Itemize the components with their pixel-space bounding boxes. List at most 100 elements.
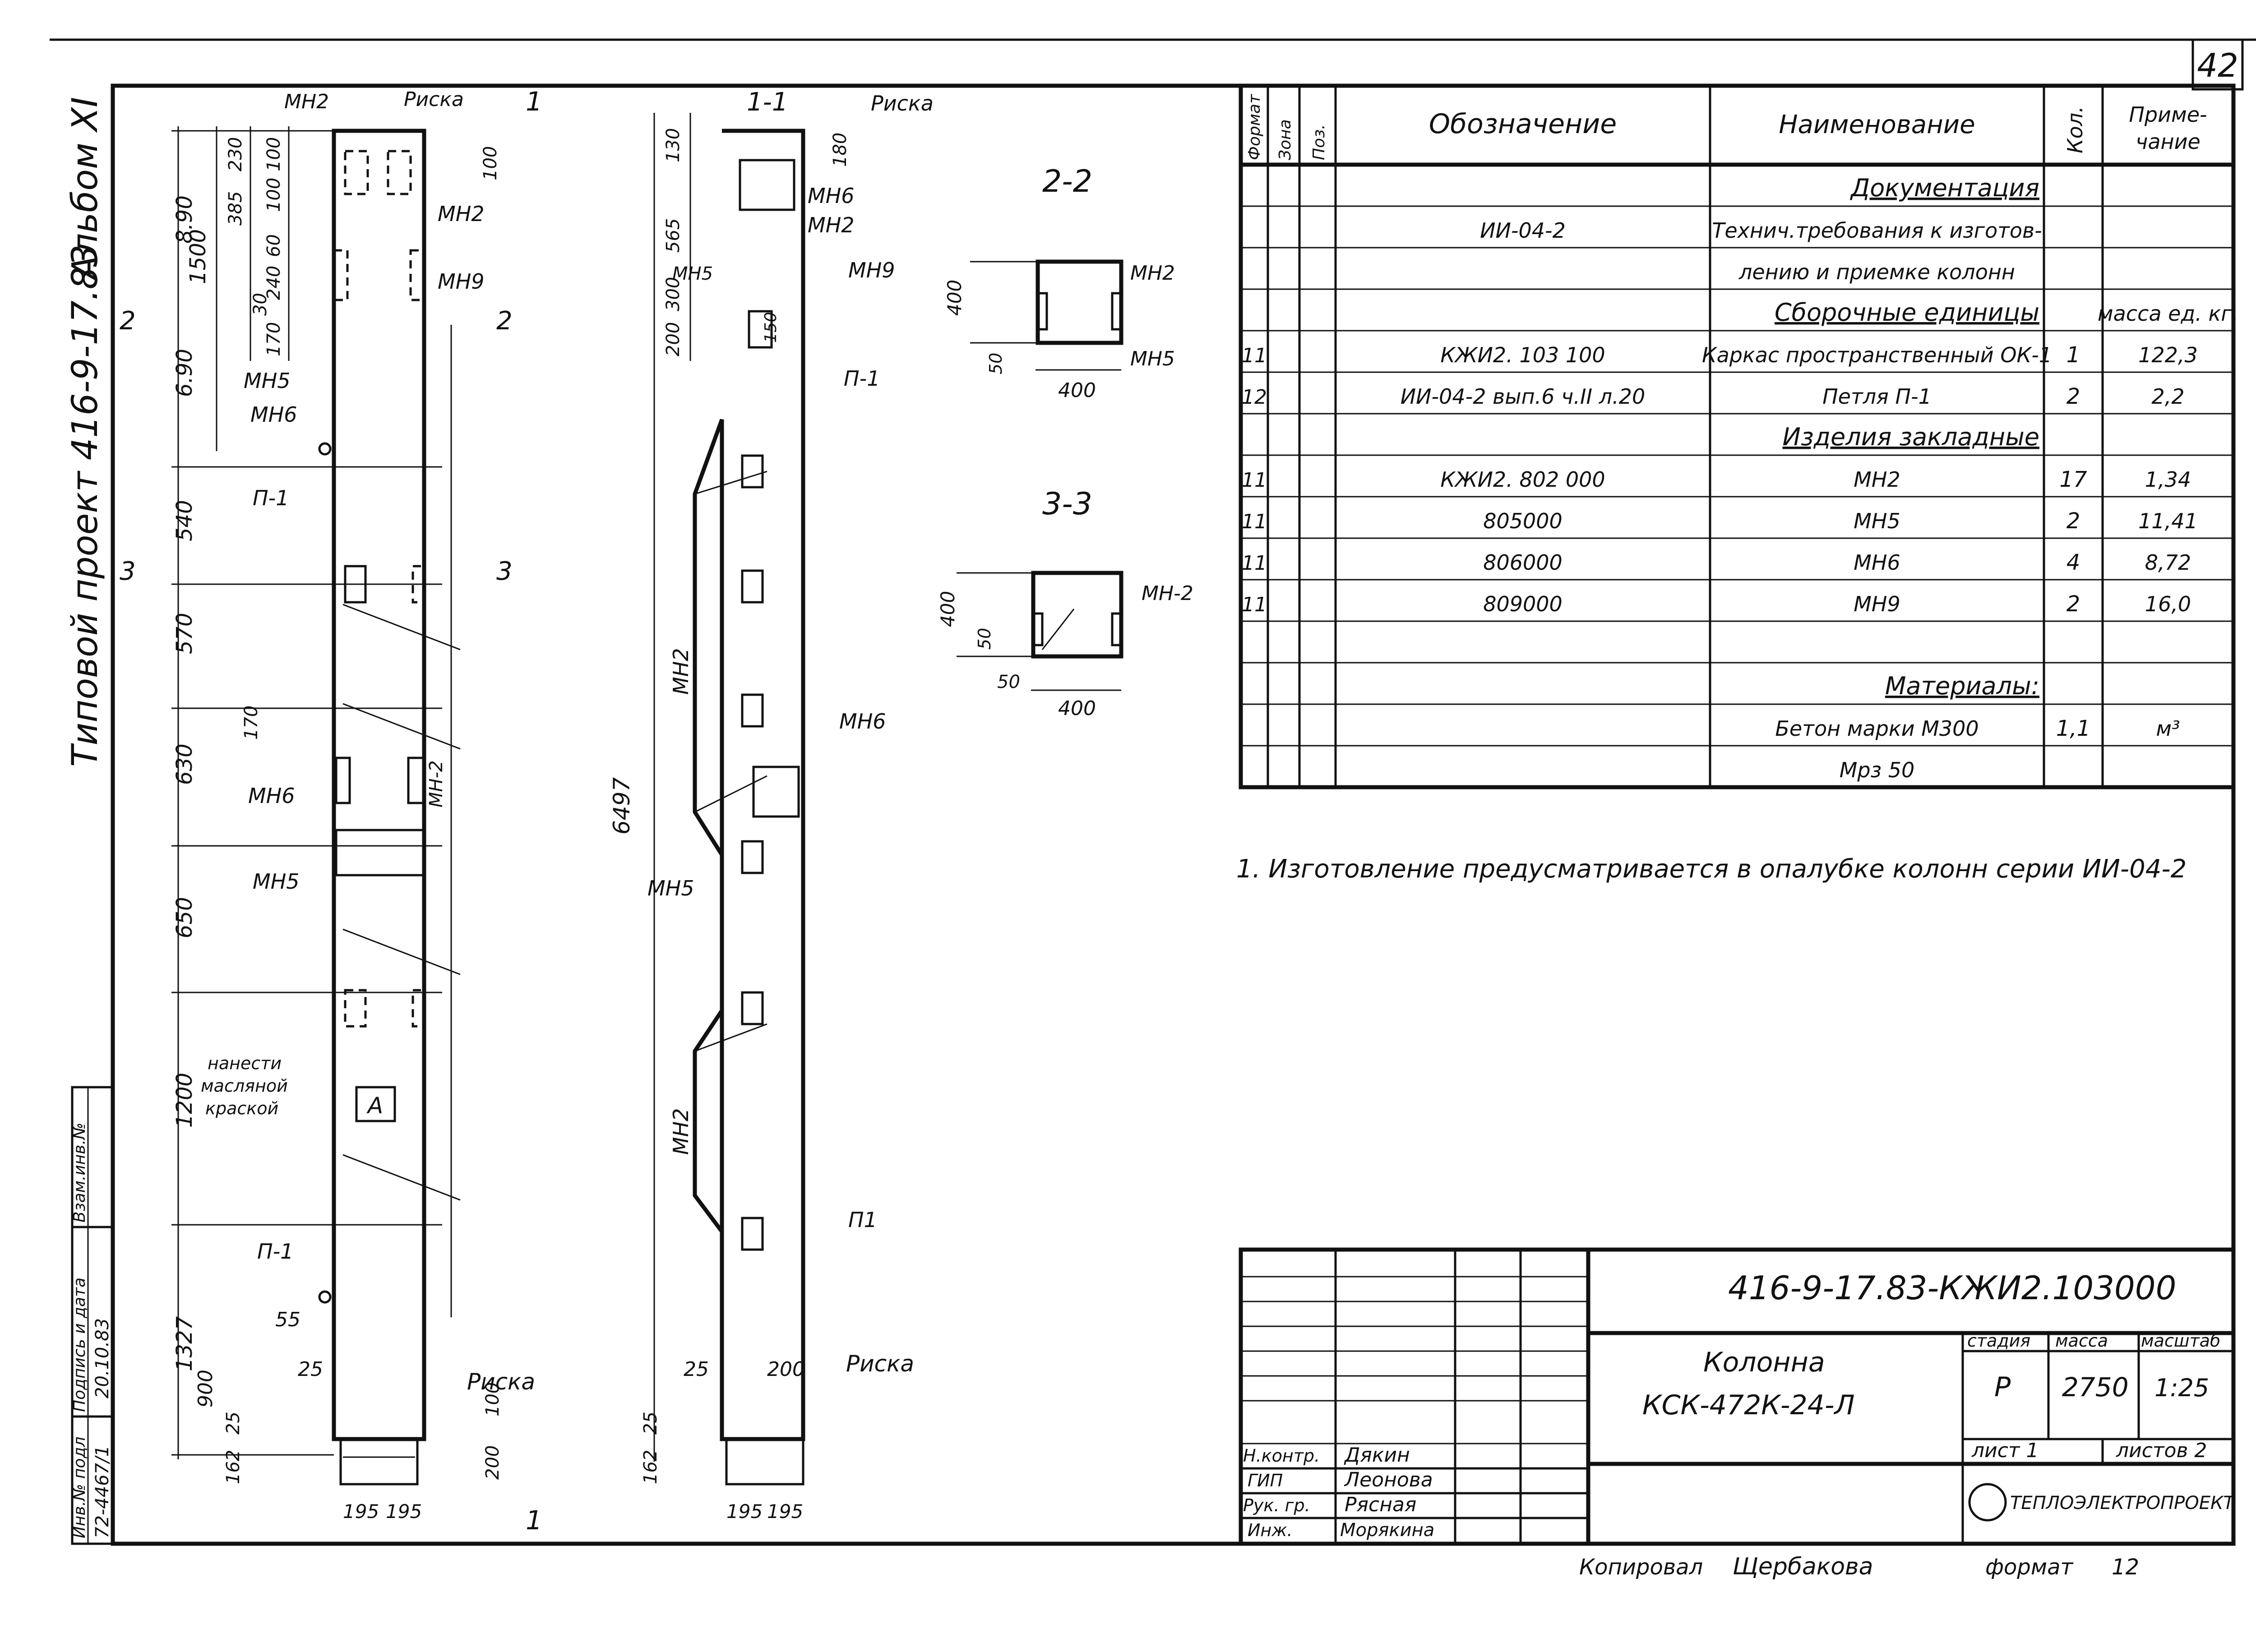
archive-block: Инв.№ подл 72-4467/1 Подпись и дата 20.1… — [70, 1086, 114, 1545]
section-3-3-mn2: МН-2 — [1142, 582, 1193, 605]
facade-dim-100c: 100 — [480, 146, 501, 180]
spec-row-qty: 2 — [2066, 384, 2080, 409]
section-2-2-mn2: МН2 — [1130, 262, 1175, 285]
facade-dim-900: 900 — [194, 1370, 217, 1407]
s11-dim-6497: 6497 — [609, 777, 635, 835]
facade-callout-mn6-mid: МН6 — [248, 784, 295, 808]
s11-callout-mn5: МН5 — [672, 263, 713, 284]
facade-note-line1: нанести — [208, 1053, 282, 1073]
side-project-label: Типовой проект 416-9-17.83 — [65, 245, 106, 767]
inv-value: 72-4467/1 — [92, 1445, 113, 1538]
spec-row-name: лению и приемке колонн — [1738, 260, 2015, 284]
signer-role-1: Н.контр. — [1243, 1446, 1320, 1466]
facade-dim-1200: 1200 — [172, 1073, 197, 1128]
s11-callout-riska-low: Риска — [846, 1351, 914, 1377]
spec-header-note-1: Приме- — [2129, 102, 2207, 127]
title-doc-code: 416-9-17.83-КЖИ2.103000 — [1728, 1269, 2176, 1307]
sign-label: Подпись и дата — [70, 1278, 89, 1412]
spec-row-format: 11 — [1242, 344, 1267, 367]
s11-callout-mn2-low: МН2 — [669, 1108, 693, 1155]
spec-row-code: 809000 — [1483, 592, 1563, 616]
facade-dim-25a: 25 — [223, 1412, 244, 1435]
facade-base — [339, 1438, 419, 1486]
s11-dim-565: 565 — [663, 218, 684, 253]
facade-callout-mn5-mid: МН5 — [253, 869, 300, 894]
section-2-2-height: 400 — [943, 280, 966, 316]
sheet-number: 42 — [2197, 46, 2238, 84]
spec-row-name: Петля П-1 — [1822, 384, 1932, 409]
facade-label-mn2-top: МН2 — [284, 90, 329, 113]
org-logo-icon — [1968, 1483, 2007, 1522]
spec-row-format: 11 — [1242, 552, 1267, 575]
facade-note-box-letter: А — [366, 1093, 383, 1119]
spec-row-name: Бетон марки М300 — [1775, 716, 1979, 741]
facade-dim-170b: 170 — [241, 706, 262, 740]
inv-label: Инв.№ подл — [70, 1437, 89, 1538]
spec-row-note: 122,3 — [2138, 343, 2198, 367]
spec-row-name: Мрз 50 — [1840, 758, 1915, 782]
spec-header-qty: Кол. — [2063, 106, 2087, 153]
spec-row-note: 2,2 — [2151, 384, 2184, 409]
spec-row-note: 1,34 — [2145, 467, 2191, 492]
s11-callout-mn9: МН9 — [848, 258, 895, 282]
facade-dim-240: 240 — [264, 266, 284, 300]
format-value: 12 — [2112, 1555, 2139, 1580]
title-scale-value: 1:25 — [2154, 1374, 2209, 1402]
spec-header-format: Формат — [1245, 94, 1264, 160]
s11-dim-162: 162 — [640, 1450, 661, 1484]
s11-dim-150: 150 — [762, 312, 780, 343]
spec-row-note: 8,72 — [2145, 550, 2191, 575]
facade-cut-2-left: 2 — [120, 306, 136, 336]
spec-row-code: ИИ-04-2 — [1480, 218, 1566, 243]
spec-row-note: м³ — [2156, 716, 2180, 741]
facade-callout-riska-bottom: Риска — [467, 1369, 535, 1395]
facade-note-line2: масляной — [201, 1076, 288, 1096]
spec-row-note: масса ед. кг. — [2098, 301, 2238, 326]
facade-dim-55: 55 — [275, 1308, 300, 1331]
title-mass-value: 2750 — [2062, 1372, 2129, 1403]
s11-callout-mn2-mid: МН2 — [669, 648, 693, 695]
section-3-3-title: 3-3 — [1042, 486, 1092, 522]
spec-row-name: Сборочные единицы — [1775, 298, 2039, 327]
spec-row-name: Изделия закладные — [1783, 423, 2039, 451]
s11-callout-p1: П-1 — [844, 366, 880, 391]
s11-dim-130: 130 — [663, 128, 684, 162]
facade-cut-3-left: 3 — [120, 557, 136, 586]
facade-callout-mn9: МН9 — [438, 269, 485, 294]
facade-dim-100a: 100 — [264, 137, 284, 171]
column-facade — [171, 126, 461, 1486]
facade-dim-650: 650 — [172, 897, 197, 938]
facade-dim-385: 385 — [225, 191, 246, 226]
section-2-2-50: 50 — [986, 353, 1006, 374]
sign-value: 20.10.83 — [92, 1318, 113, 1398]
section-2-2-mn5: МН5 — [1130, 347, 1175, 370]
spec-row-name: МН9 — [1854, 592, 1900, 616]
spec-row-code: КЖИ2. 103 100 — [1440, 343, 1605, 367]
side-album-label: Альбом XI — [65, 97, 106, 282]
spec-row-note: 16,0 — [2145, 592, 2191, 616]
s11-callout-mn5-mid: МН5 — [647, 876, 694, 900]
title-name-line1: Колонна — [1703, 1347, 1825, 1378]
section-3-3 — [957, 571, 1123, 691]
spec-row-qty: 17 — [2059, 467, 2087, 492]
facade-section-mark-top: 1 — [526, 86, 542, 117]
copied-by: Щербакова — [1733, 1553, 1873, 1580]
spec-header-pos: Поз. — [1310, 124, 1328, 160]
facade-dim-60: 60 — [264, 234, 284, 257]
title-name-line2: КСК-472К-24-Л — [1642, 1389, 1855, 1421]
facade-bottom-width-1: 195 — [343, 1500, 379, 1523]
signer-name-1: Дякин — [1344, 1444, 1410, 1467]
s11-callout-mn2: МН2 — [808, 213, 855, 237]
s11-dim-195a: 195 — [726, 1500, 763, 1523]
facade-callout-mn6: МН2 — [438, 202, 485, 226]
facade-section-mark-bottom: 1 — [526, 1505, 542, 1536]
spec-header-designation: Обозначение — [1429, 108, 1617, 140]
facade-dim-1327: 1327 — [172, 1316, 197, 1371]
facade-callout-p1-bottom: П-1 — [257, 1239, 293, 1264]
section-2-2-title: 2-2 — [1042, 164, 1092, 199]
signer-role-3: Рук. гр. — [1243, 1495, 1310, 1515]
spec-row-qty: 4 — [2066, 550, 2080, 575]
facade-callout-mn2: МН5 — [244, 369, 291, 393]
